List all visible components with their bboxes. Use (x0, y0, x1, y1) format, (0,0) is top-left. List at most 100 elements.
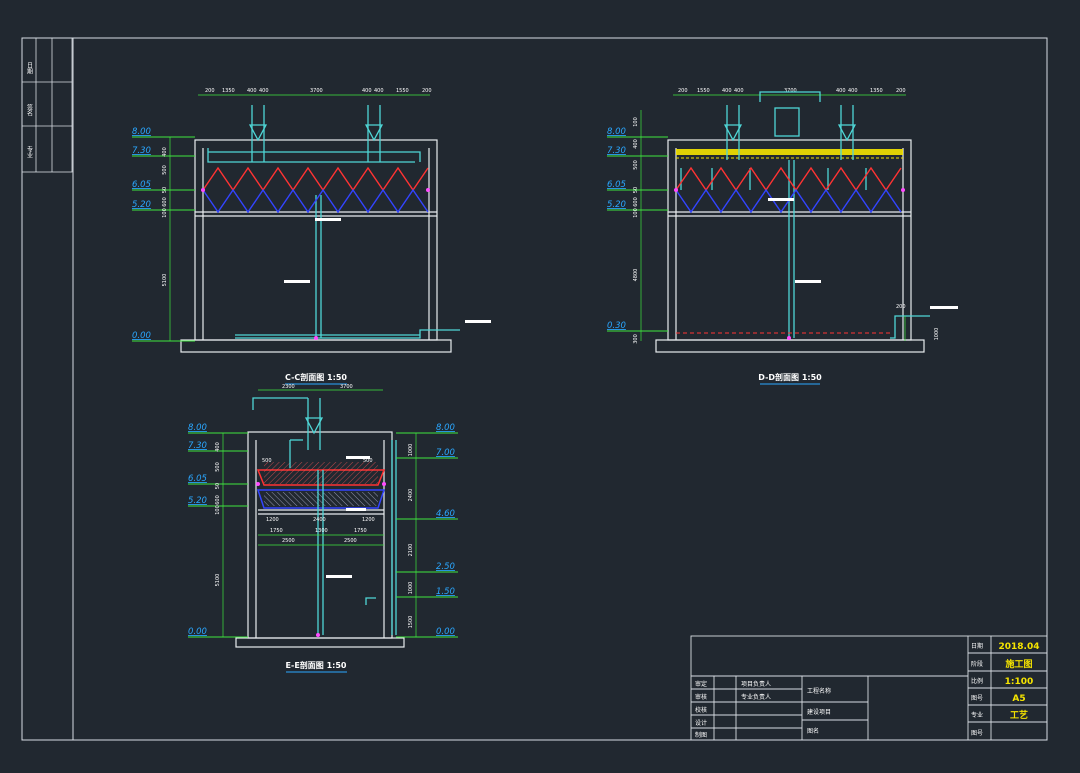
ee-right-level-2: 7.00 (436, 448, 455, 458)
ee-inner-dim-8: 2500 (344, 538, 357, 544)
title-block: 审定 审核 校核 设计 制图 项目负责人 专业负责人 工程名称 建设项目 图名 … (690, 635, 1048, 741)
ee-view-title: E-E剖面图 1:50 (286, 660, 347, 670)
ee-top-dimensions: 2300 3700 (258, 384, 383, 391)
junction-marker (382, 482, 386, 486)
cc-level-1: 8.00 (132, 127, 151, 137)
ee-left-level-marks: 8.00 7.30 6.05 5.20 0.00 (188, 423, 248, 638)
tb-label-discipline: 专业 (971, 711, 983, 719)
ee-right-dim-2: 2400 (408, 489, 414, 502)
cc-top-dimensions: 200 1350 400 400 3700 400 400 1550 200 (198, 88, 432, 96)
ee-side-dim-4: 600 (215, 495, 221, 505)
ee-inner-dim-10: 500 (363, 458, 373, 464)
left-binding-strip: 日期 签名 专业 (21, 37, 73, 173)
drawing-frame (21, 37, 1048, 741)
ee-side-dim-1: 400 (215, 442, 221, 452)
cc-view-title: C-C剖面图 1:50 (285, 372, 347, 382)
cc-top-dim-1: 200 (205, 88, 215, 94)
cc-top-dim-3: 400 (247, 88, 257, 94)
junction-marker (901, 188, 905, 192)
cc-section-view: 200 1350 400 400 3700 400 400 1550 200 8… (132, 88, 491, 385)
dd-level-4: 5.20 (607, 200, 626, 210)
ee-left-level-1: 8.00 (188, 423, 207, 433)
junction-marker (314, 336, 318, 340)
strip-cell-1: 日期 (26, 62, 33, 75)
responsible-label-2: 专业负责人 (741, 693, 771, 701)
cc-top-dim-6: 400 (362, 88, 372, 94)
ee-side-dimensions: 400 500 50 600 100 5100 1000 2400 2100 1… (215, 433, 417, 637)
role-label-2: 审核 (695, 693, 707, 701)
cc-side-dim-3: 50 (162, 187, 168, 193)
cc-side-dim-1: 400 (162, 147, 168, 157)
dd-side-dim-2: 400 (633, 139, 639, 149)
dd-view-title: D-D剖面图 1:50 (758, 372, 822, 382)
role-label-5: 制图 (695, 731, 707, 739)
ee-inner-dimensions: 1200 2400 1200 1750 1300 1750 2500 2500 … (258, 458, 384, 546)
ee-top-dim-2: 3700 (340, 384, 353, 390)
dd-right-dim-2: 1000 (934, 328, 940, 341)
ee-right-dim-4: 1000 (408, 582, 414, 595)
ee-right-level-1: 8.00 (436, 423, 455, 433)
tb-label-number: 图号 (971, 730, 983, 737)
dd-section-view: 200 1550 400 400 3700 400 400 1350 200 8… (607, 88, 958, 385)
dd-level-2: 7.30 (607, 146, 626, 156)
drawing-name-label: 图名 (807, 727, 819, 735)
dd-top-dim-5: 3700 (784, 88, 797, 94)
tb-label-stage: 阶段 (971, 660, 983, 668)
dd-top-dim-6: 400 (836, 88, 846, 94)
dd-side-dim-4: 50 (633, 187, 639, 193)
cc-side-dim-4: 600 (162, 197, 168, 207)
ee-side-dim-6: 5100 (215, 574, 221, 587)
role-label-4: 设计 (695, 719, 707, 727)
dd-top-dimensions: 200 1550 400 400 3700 400 400 1350 200 (673, 88, 906, 96)
ee-side-dim-5: 100 (215, 505, 221, 515)
tb-value-scale: 1:100 (1005, 677, 1034, 687)
junction-marker (426, 188, 430, 192)
cc-level-marks: 8.00 7.30 6.05 5.20 0.00 (132, 127, 195, 342)
ee-side-dim-3: 50 (215, 483, 221, 489)
ee-right-level-6: 0.00 (436, 627, 455, 637)
cc-top-dim-9: 200 (422, 88, 432, 94)
strip-cell-3: 专业 (26, 145, 33, 158)
dd-top-dim-1: 200 (678, 88, 688, 94)
ee-right-dim-5: 1500 (408, 616, 414, 629)
ee-inner-dim-7: 2500 (282, 538, 295, 544)
cc-level-4: 5.20 (132, 200, 151, 210)
dd-side-dim-8: 300 (633, 334, 639, 344)
strip-cell-2: 签名 (26, 103, 33, 117)
ee-left-level-5: 0.00 (188, 627, 207, 637)
dd-side-dim-1: 100 (633, 117, 639, 127)
ee-right-dim-1: 1000 (408, 444, 414, 457)
junction-marker (674, 188, 678, 192)
responsible-label-1: 项目负责人 (741, 680, 771, 688)
dd-level-1: 8.00 (607, 127, 626, 137)
ee-left-level-3: 6.05 (188, 474, 207, 484)
ee-side-dim-2: 500 (215, 462, 221, 472)
dd-side-dimensions: 100 400 500 50 600 100 4800 300 (633, 110, 642, 344)
dd-top-dim-4: 400 (734, 88, 744, 94)
tb-label-date: 日期 (971, 642, 983, 650)
tb-label-scale: 比例 (971, 677, 983, 685)
dd-level-3: 6.05 (607, 180, 626, 190)
cc-top-dim-2: 1350 (222, 88, 235, 94)
ee-right-dim-3: 2100 (408, 544, 414, 557)
cc-side-dim-5: 100 (162, 208, 168, 218)
ee-left-level-2: 7.30 (188, 441, 207, 451)
dd-level-marks: 8.00 7.30 6.05 5.20 0.30 (607, 127, 668, 332)
role-label-3: 校核 (695, 706, 707, 714)
cc-level-5: 0.00 (132, 331, 151, 341)
tb-value-discipline: 工艺 (1010, 709, 1028, 721)
cc-level-3: 6.05 (132, 180, 151, 190)
junction-marker (787, 336, 791, 340)
ee-inner-dim-2: 2400 (313, 517, 326, 523)
project-name-label: 工程名称 (807, 687, 831, 695)
dd-right-dim-1: 200 (896, 304, 906, 310)
ee-right-level-marks: 8.00 7.00 4.60 2.50 1.50 0.00 (396, 423, 458, 638)
ee-inner-dim-9: 500 (262, 458, 272, 464)
dd-level-5: 0.30 (607, 321, 626, 331)
dd-top-dim-7: 400 (848, 88, 858, 94)
ee-inner-dim-3: 1200 (362, 517, 375, 523)
dd-side-dim-7: 4800 (633, 269, 639, 282)
ee-right-level-3: 4.60 (436, 509, 455, 519)
